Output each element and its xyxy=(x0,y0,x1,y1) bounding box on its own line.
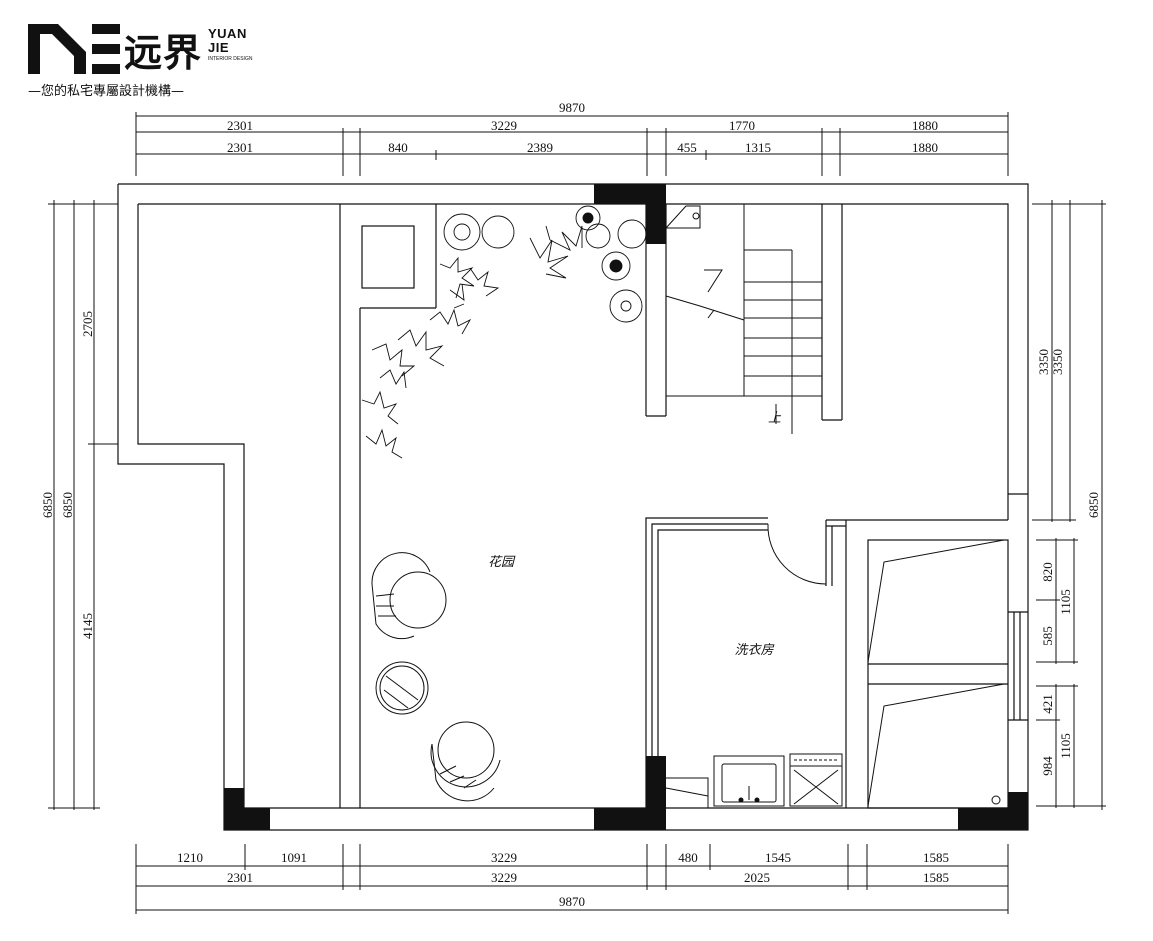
dim-right-bed1-a: 820 xyxy=(1040,562,1055,582)
laundry-fixtures xyxy=(665,753,843,808)
dim-bot-r1-0: 1210 xyxy=(177,850,203,865)
dim-top-r2-1: 840 xyxy=(388,140,408,155)
dim-right-bed2-a: 421 xyxy=(1040,694,1055,714)
dim-top-total: 9870 xyxy=(559,100,585,115)
dim-top-r2-2: 2389 xyxy=(527,140,553,155)
dim-left-upper: 2705 xyxy=(80,311,95,337)
dim-top-r2-5: 1880 xyxy=(912,140,938,155)
dim-top-r2-4: 1315 xyxy=(745,140,771,155)
dim-right-upper-b: 3350 xyxy=(1050,349,1065,375)
dim-bot-r1-3: 480 xyxy=(678,850,698,865)
dim-right-total: 6850 xyxy=(1086,492,1101,518)
staircase: 上 xyxy=(665,204,822,434)
garden-furniture xyxy=(371,552,501,802)
dim-right-bed2-total: 1105 xyxy=(1058,733,1073,759)
dim-bot-r2-0: 2301 xyxy=(227,870,253,885)
logo-slogan: —您的私宅專屬設計機構— xyxy=(28,84,185,99)
dim-top-r2-3: 455 xyxy=(677,140,697,155)
logo-name-en-line1: YUAN xyxy=(208,26,247,41)
laundry-door xyxy=(767,523,827,585)
dim-top-r1-2: 1770 xyxy=(729,118,755,133)
label-garden: 花园 xyxy=(488,555,516,570)
garden-plants xyxy=(361,205,647,459)
dims-right: 3350 3350 6850 820 585 1105 421 984 1105 xyxy=(1032,200,1106,810)
dim-right-upper-a: 3350 xyxy=(1036,349,1051,375)
walls xyxy=(117,183,1029,831)
dim-bot-r2-1: 3229 xyxy=(491,870,517,885)
label-laundry: 洗衣房 xyxy=(734,643,774,658)
dim-right-bed2-b: 984 xyxy=(1040,756,1055,776)
label-stair-up: 上 xyxy=(768,411,782,426)
dim-top-r2-0: 2301 xyxy=(227,140,253,155)
dim-top-r1-1: 3229 xyxy=(491,118,517,133)
dim-left-total-inner: 6850 xyxy=(60,492,75,518)
dim-bot-r2-3: 1585 xyxy=(923,870,949,885)
dim-left-lower: 4145 xyxy=(80,613,95,639)
dim-bot-r1-2: 3229 xyxy=(491,850,517,865)
dim-top-r1-3: 1880 xyxy=(912,118,938,133)
dim-bot-total: 9870 xyxy=(559,894,585,909)
dim-top-r1-0: 2301 xyxy=(227,118,253,133)
dim-right-bed1-total: 1105 xyxy=(1058,589,1073,615)
dim-bot-r1-4: 1545 xyxy=(765,850,791,865)
dims-bottom: 1210 1091 3229 480 1545 1585 2301 3229 2… xyxy=(135,844,1009,914)
bedroom-fixtures xyxy=(867,539,1005,807)
logo-subtitle-en: INTERIOR DESIGN xyxy=(208,56,253,62)
logo-name-en-line2: JIE xyxy=(208,40,230,55)
dim-bot-r1-1: 1091 xyxy=(281,850,307,865)
dims-top: 9870 2301 3229 1770 1880 2301 840 2389 4… xyxy=(135,100,1009,176)
dim-bot-r2-2: 2025 xyxy=(744,870,770,885)
dims-left: 6850 6850 2705 4145 xyxy=(40,200,118,810)
dim-right-bed1-b: 585 xyxy=(1040,626,1055,646)
logo-mark-icon xyxy=(28,24,120,74)
logo: 远界 YUAN JIE INTERIOR DESIGN —您的私宅專屬設計機構— xyxy=(28,22,268,102)
dim-bot-r1-5: 1585 xyxy=(923,850,949,865)
logo-name-cn: 远界 xyxy=(124,31,203,75)
dim-left-total-outer: 6850 xyxy=(40,492,55,518)
columns xyxy=(224,184,1028,830)
